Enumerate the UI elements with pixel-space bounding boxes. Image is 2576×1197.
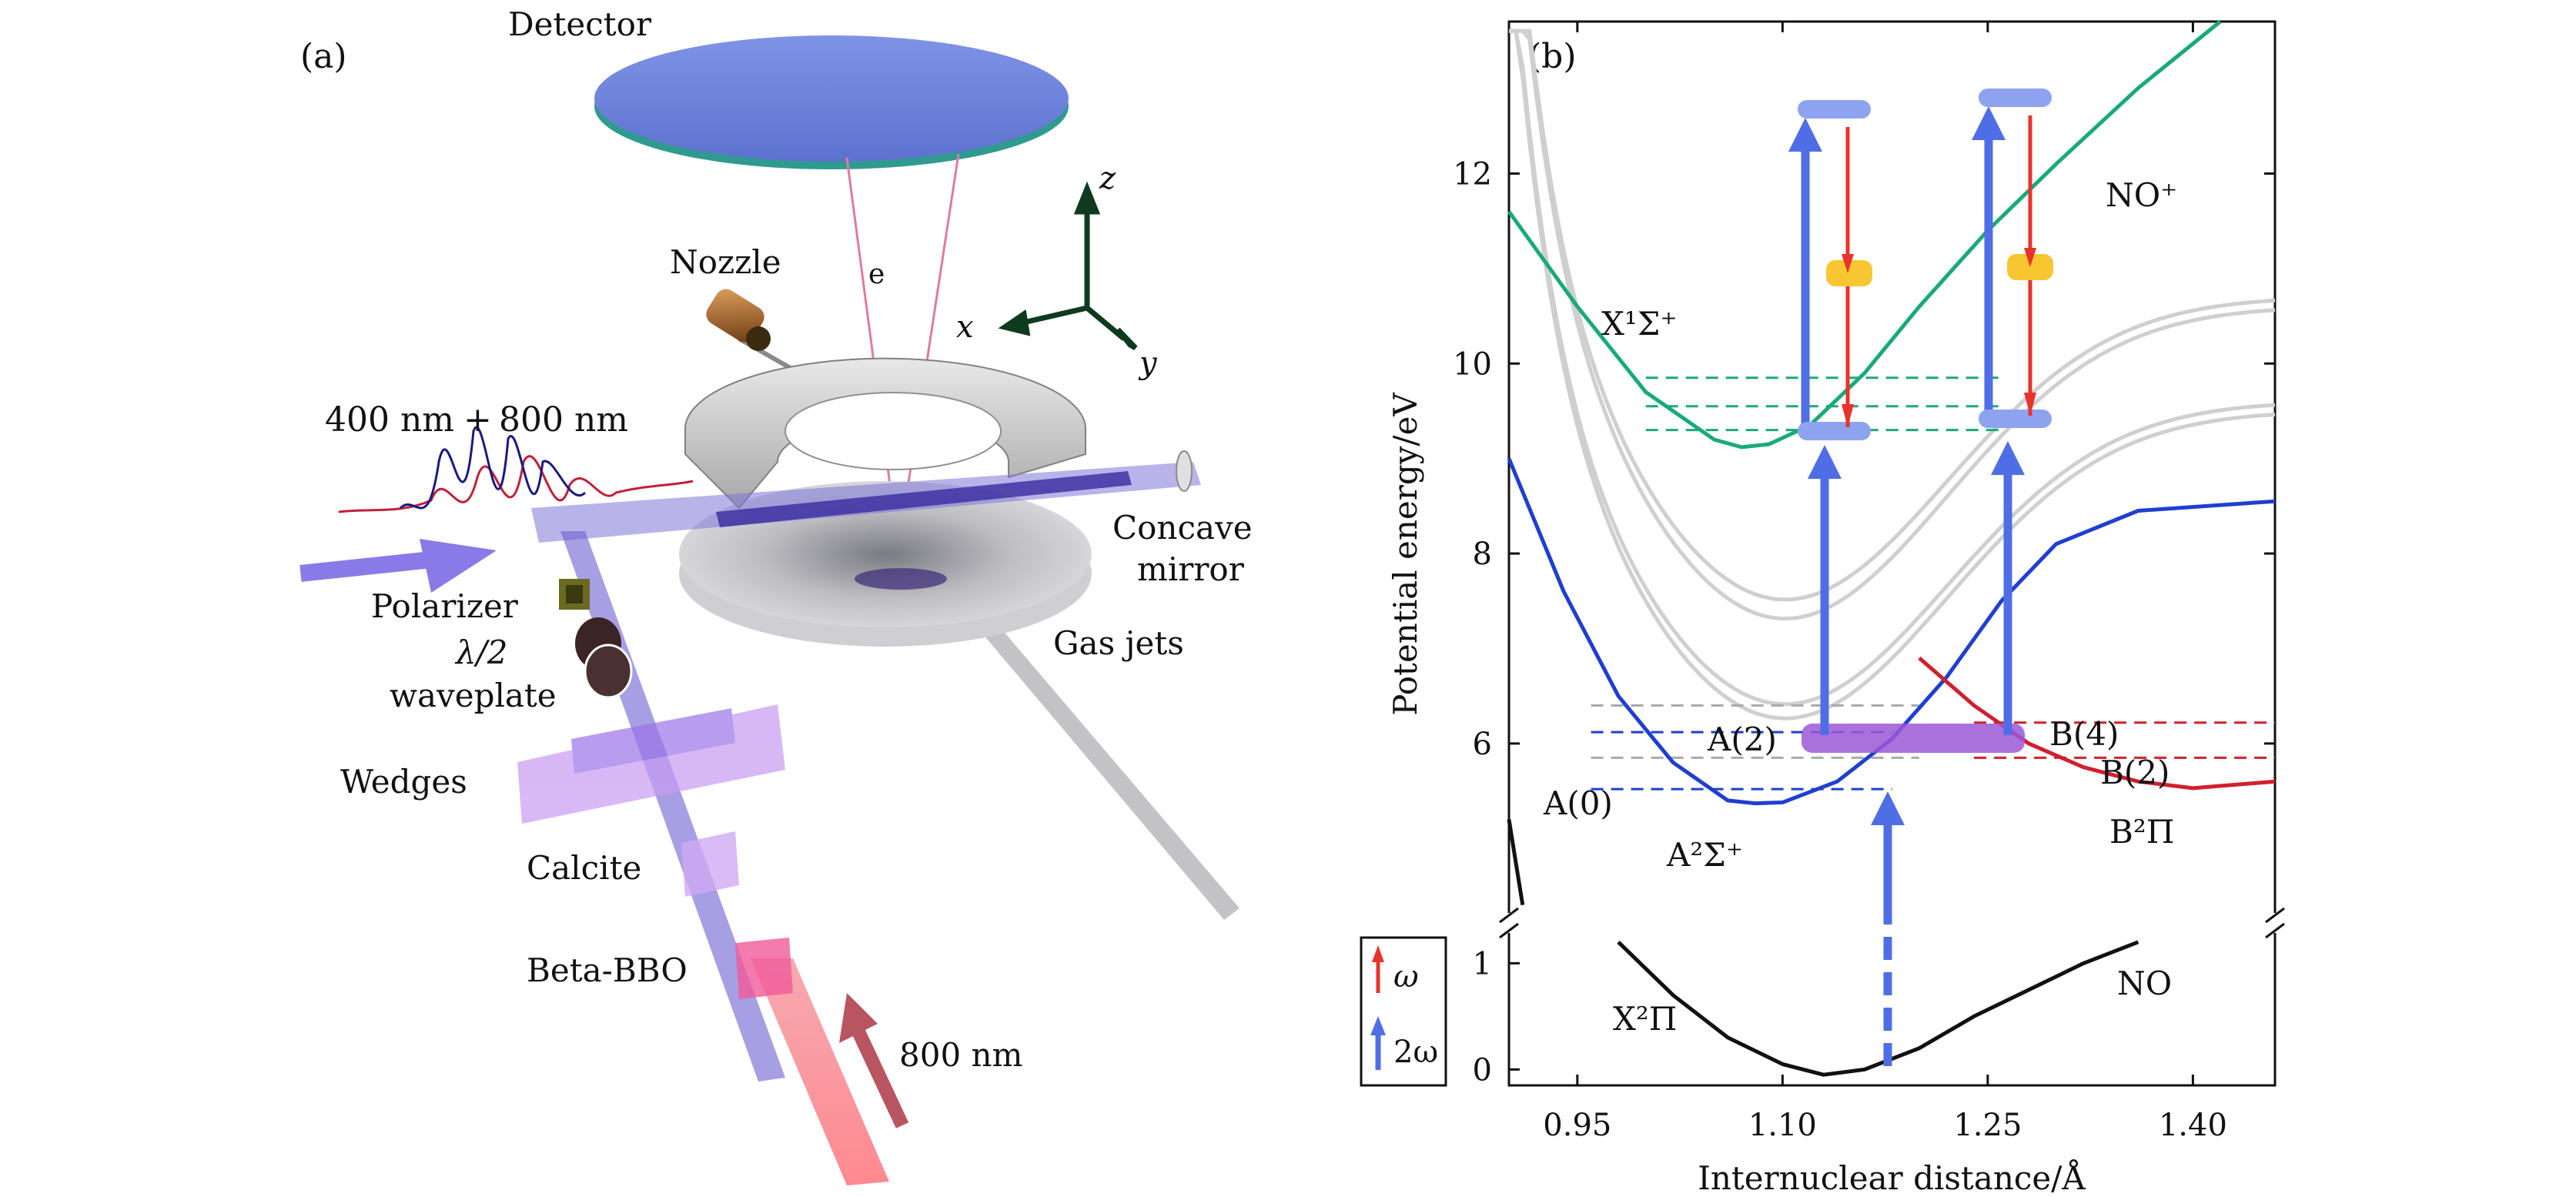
axis-x-label: x	[956, 309, 974, 345]
b4-label: B(4)	[2049, 715, 2119, 753]
half-wave-label: λ/2	[454, 634, 508, 671]
legend-omega: ω	[1393, 959, 1419, 995]
b2-label: B(2)	[2100, 754, 2170, 791]
incoming-beam-arrow	[299, 539, 497, 593]
polarizer	[559, 579, 590, 610]
input-800-label: 800 nm	[899, 1036, 1022, 1074]
wedges-label: Wedges	[340, 763, 467, 801]
waveplate	[575, 617, 633, 699]
beta-bbo-crystal	[735, 938, 793, 999]
curve-X	[1617, 940, 2139, 1077]
x-tick-label: 0.95	[1543, 1108, 1611, 1143]
ion-label: NO⁺	[2106, 176, 2177, 214]
arrow-w-right-head	[2024, 393, 2036, 416]
detector-label: Detector	[508, 5, 652, 43]
x-tick-label: 1.25	[1953, 1108, 2022, 1143]
b-state-label: B²Π	[2109, 813, 2174, 851]
y-tick-label-lower: 1	[1473, 946, 1492, 981]
y-axis-title: Potential energy/eV	[1387, 393, 1424, 716]
y-tick-label: 6	[1473, 727, 1492, 762]
gray-curve	[1509, 28, 2276, 621]
legend-2omega: 2ω	[1393, 1035, 1438, 1070]
a-state-label: A²Σ⁺	[1666, 836, 1743, 874]
pulse-waveform	[338, 426, 694, 513]
input-800-arrow	[839, 993, 909, 1128]
ring-electrode	[684, 357, 1087, 510]
y-tick-label-lower: 0	[1473, 1052, 1492, 1088]
panel-b: (b) Potential energy/eV Internuclear dis…	[1360, 20, 2285, 1197]
axes-triad	[998, 181, 1138, 351]
level-bar-right-low	[1979, 410, 2052, 428]
gray-potential-curves	[1509, 28, 2276, 721]
x-axis-title: Internuclear distance/Å	[1698, 1159, 2086, 1197]
axis-break-marks	[1499, 907, 2285, 939]
nozzle-label: Nozzle	[670, 243, 781, 281]
curve-X	[1507, 20, 2222, 450]
ion-state-label: X¹Σ⁺	[1601, 305, 1678, 343]
gray-curve	[1509, 28, 2276, 707]
gas-jets-label: Gas jets	[1053, 624, 1184, 662]
exit-window	[1176, 450, 1193, 492]
curve-A	[1507, 457, 2276, 806]
electron-label: e	[868, 259, 885, 290]
concave-label-1: Concave	[1112, 509, 1253, 547]
calcite-label: Calcite	[527, 849, 641, 887]
detector	[594, 35, 1069, 169]
plus-label: +	[463, 400, 492, 440]
level-bar-left-high	[1798, 100, 1871, 119]
arrow-w-left-head	[1842, 404, 1854, 427]
red-beam	[751, 958, 889, 1185]
gray-curve	[1509, 28, 2276, 721]
y-tick-label: 12	[1453, 156, 1492, 192]
a0-label: A(0)	[1543, 784, 1613, 822]
legend: ω 2ω	[1360, 936, 1447, 1087]
y-tick-label: 8	[1473, 537, 1492, 572]
x-tick-label: 1.40	[2159, 1108, 2227, 1143]
axis-ticks: 0.95 1.10 1.25 1.40 6 8 10 12 0 1	[1453, 22, 2275, 1143]
arrow-w-right-head2	[2024, 248, 2036, 267]
transition-diagram	[1788, 89, 2053, 1066]
beta-bbo-label: Beta-BBO	[527, 951, 687, 989]
wedges	[517, 704, 785, 824]
yellow-marker-left	[1826, 260, 1872, 286]
a2-label: A(2)	[1707, 721, 1777, 758]
y-tick-label: 10	[1453, 346, 1492, 382]
axis-y-label: y	[1138, 346, 1158, 381]
waveplate-label: waveplate	[390, 677, 557, 714]
potential-curves	[1507, 20, 2276, 1077]
beam-800-label: 800 nm	[499, 400, 628, 440]
laser-beam-core	[716, 471, 1132, 527]
beam-400-label: 400 nm	[325, 400, 454, 440]
nozzle	[706, 289, 795, 372]
calcite	[681, 831, 739, 897]
panel-a: (a) Detector e z x y	[299, 5, 1253, 1185]
neutral-label: NO	[2117, 965, 2172, 1002]
concave-label-2: mirror	[1137, 550, 1245, 588]
neutral-wall	[1507, 819, 1525, 906]
level-bar-left-low	[1798, 422, 1871, 440]
polarizer-label: Polarizer	[371, 587, 519, 625]
x-state-label: X²Π	[1613, 1000, 1677, 1038]
level-bar-right-high	[1979, 89, 2052, 107]
arrow-w-left-head2	[1842, 254, 1854, 273]
gray-curve	[1509, 28, 2276, 602]
x-tick-label: 1.10	[1748, 1108, 1817, 1143]
resonance-band	[1802, 724, 2025, 753]
panel-a-label: (a)	[300, 37, 347, 76]
curve-B	[1918, 656, 2276, 791]
axis-z-label: z	[1099, 161, 1116, 196]
